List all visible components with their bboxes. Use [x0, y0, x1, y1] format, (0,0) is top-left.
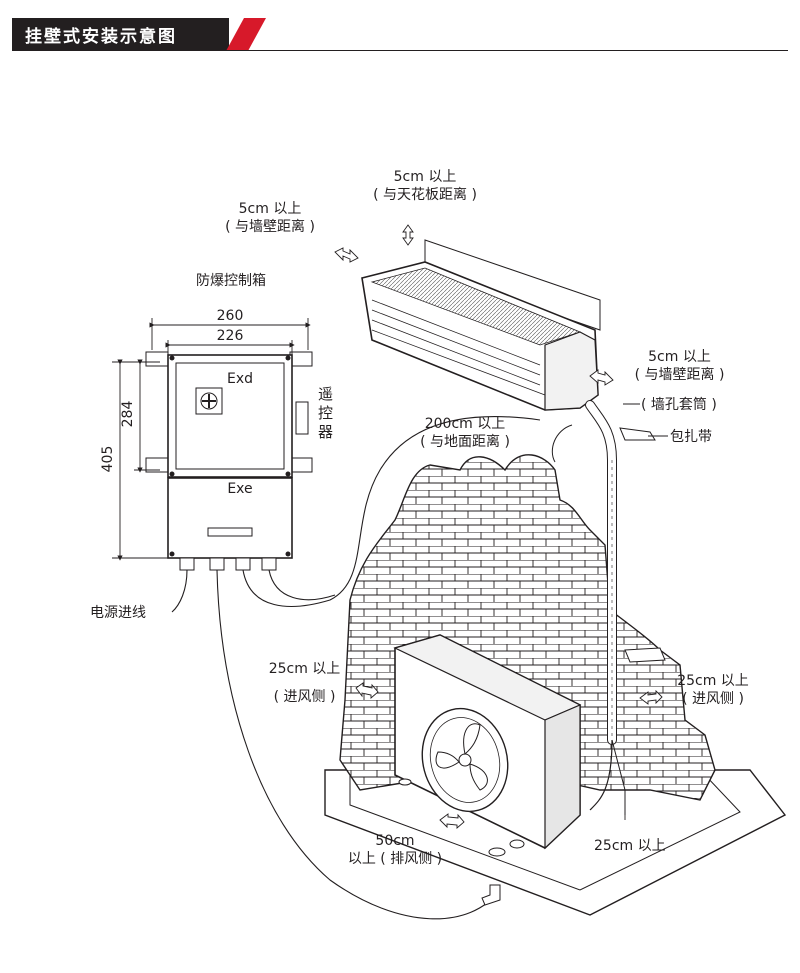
- control-box-title: 防爆控制箱: [196, 273, 266, 289]
- outer-width-dimension: 260: [216, 308, 244, 324]
- ground-clearance-note: ( 与地面距离 ): [420, 434, 510, 450]
- header-accent-stripe: [226, 18, 266, 51]
- header-divider: [12, 50, 788, 51]
- remote-control-label: 遥控器: [318, 385, 334, 441]
- left-intake-clearance-note: ( 进风侧 ): [273, 689, 336, 705]
- page-title: 挂壁式安装示意图: [25, 27, 177, 47]
- exhaust-clearance-note: 以上 ( 排风侧 ): [347, 851, 443, 867]
- dimension-lines: [112, 318, 311, 561]
- exe-chamber-label: Exe: [227, 481, 253, 497]
- right-intake-clearance-value: 25cm 以上: [677, 673, 749, 689]
- ceiling-clearance-value: 5cm 以上: [393, 169, 457, 185]
- front-clearance-label: 25cm 以上: [594, 838, 666, 854]
- power-inlet-label: 电源进线: [90, 605, 146, 621]
- left-wall-clearance-value: 5cm 以上: [238, 201, 302, 217]
- wall-sleeve-label: ( 墙孔套筒 ): [641, 397, 717, 413]
- exhaust-clearance-value: 50cm: [375, 833, 415, 849]
- clearance-arrows: [334, 224, 663, 829]
- connection-cables: [171, 415, 541, 920]
- explosion-proof-control-box: [145, 351, 313, 571]
- inner-width-dimension: 226: [216, 328, 244, 344]
- inner-height-dimension: 284: [120, 400, 136, 428]
- ceiling-clearance-note: ( 与天花板距离 ): [373, 187, 477, 203]
- outdoor-unit: [393, 634, 582, 906]
- right-wall-clearance-note: ( 与墙壁距离 ): [634, 367, 725, 383]
- leader-lines: [623, 403, 668, 820]
- right-intake-clearance-note: ( 进风侧 ): [682, 691, 744, 707]
- header: 挂壁式安装示意图: [0, 0, 800, 60]
- exd-chamber-label: Exd: [226, 371, 254, 387]
- ground-clearance-value: 200cm 以上: [424, 416, 506, 432]
- left-wall-clearance-note: ( 与墙壁距离 ): [225, 219, 315, 235]
- outer-height-dimension: 405: [100, 445, 116, 473]
- header-bar: [12, 18, 229, 51]
- right-wall-clearance-value: 5cm 以上: [648, 349, 711, 365]
- wrap-band-label: 包扎带: [670, 429, 712, 445]
- left-intake-clearance-value: 25cm 以上: [268, 661, 341, 677]
- indoor-unit: [361, 239, 666, 815]
